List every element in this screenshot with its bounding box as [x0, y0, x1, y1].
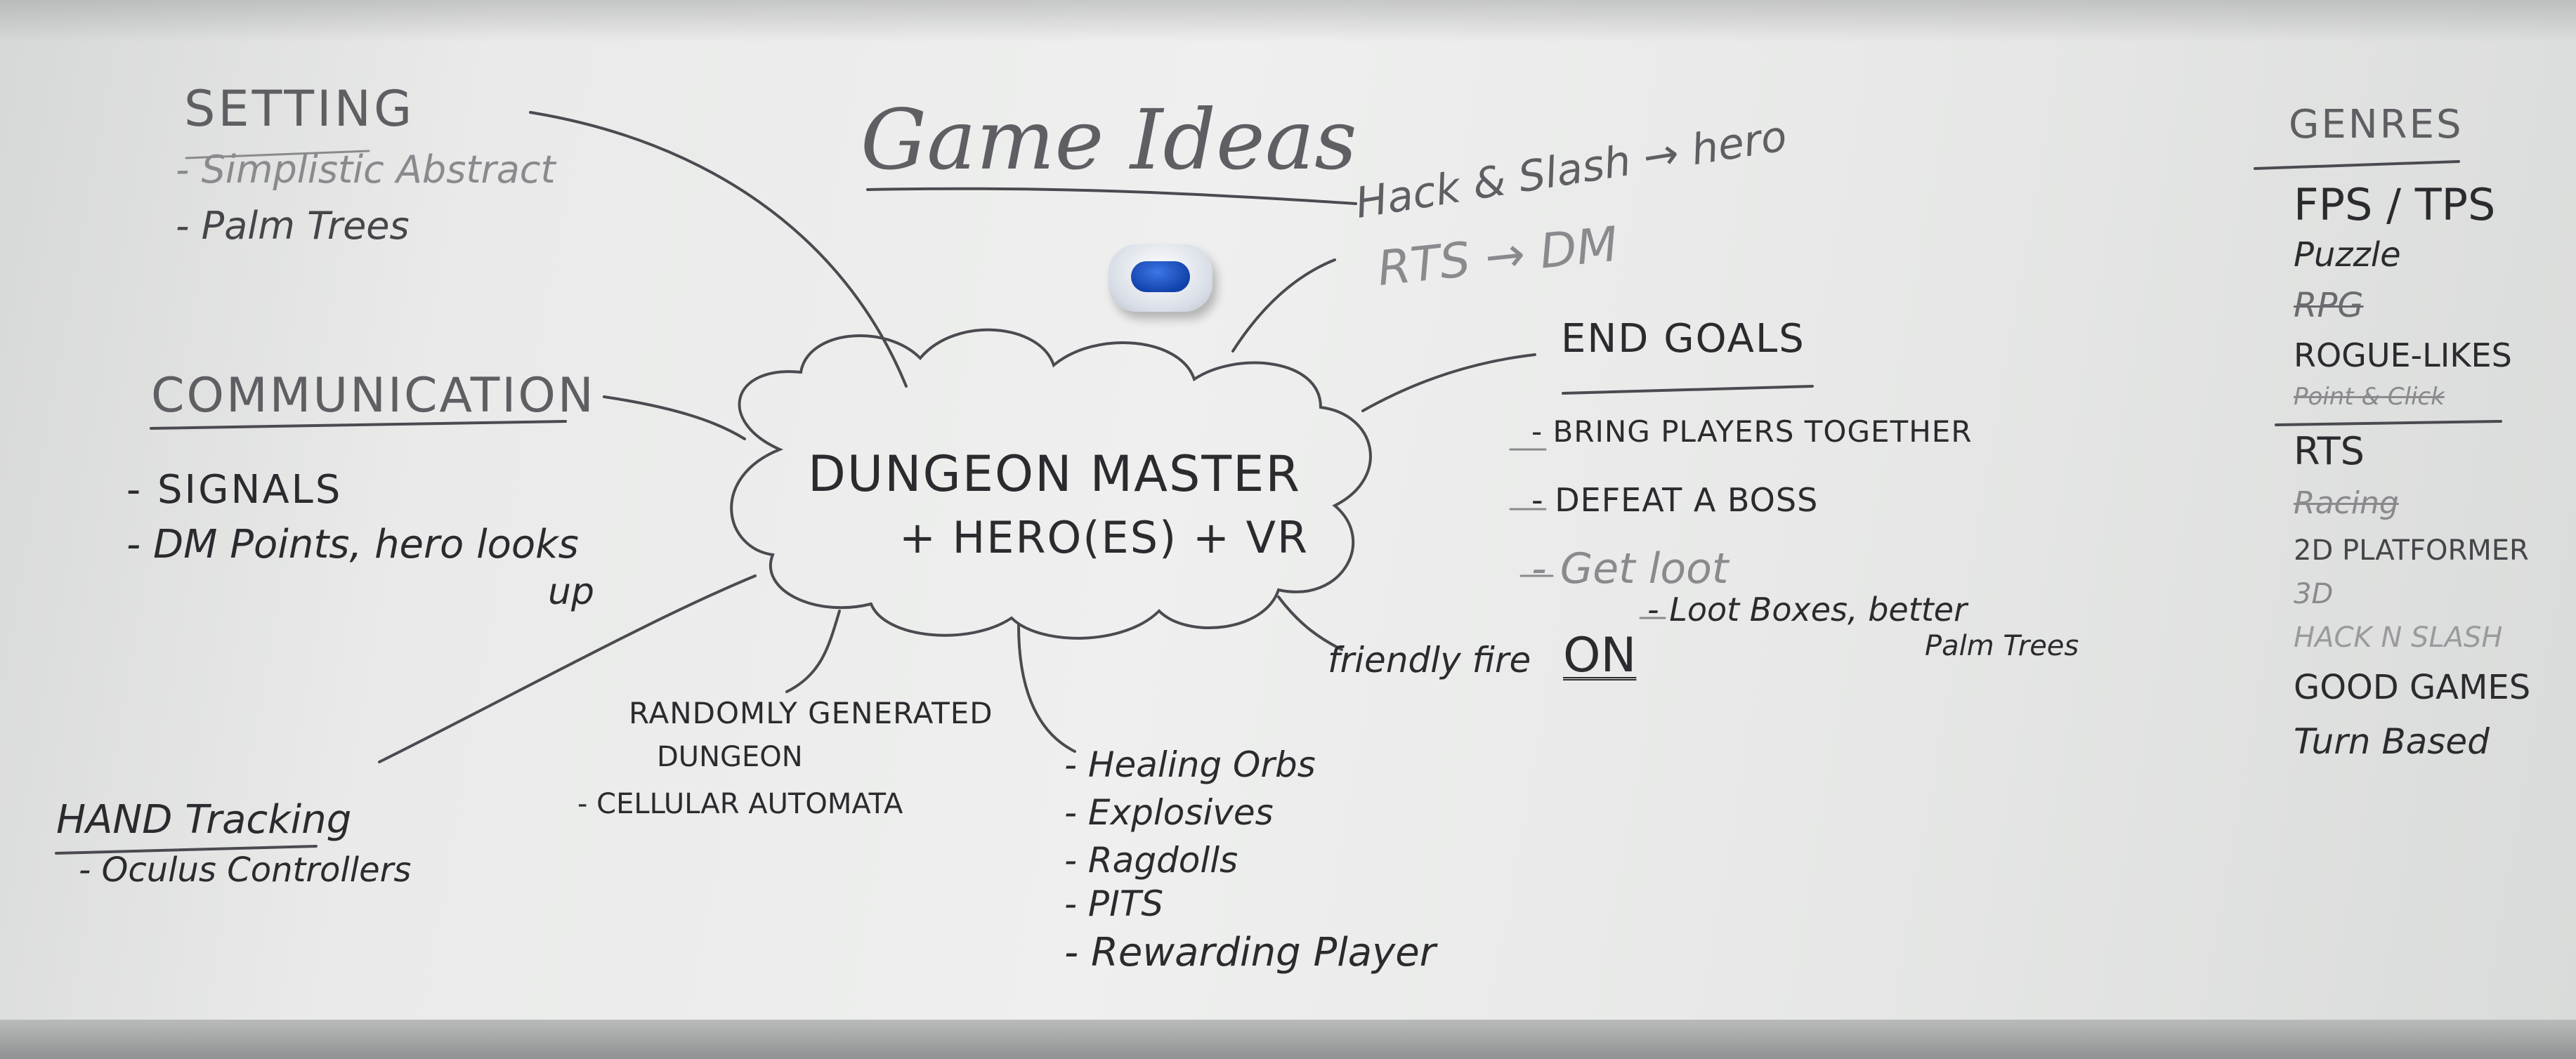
genres-list: FPS / TPS Puzzle RPG ROGUE-LIKES Point &…: [2294, 179, 2530, 762]
genre-item: 2D PLATFORMER: [2294, 534, 2529, 567]
communication-list: - SIGNALS - DM Points, hero looks up: [126, 467, 594, 613]
center-line-2: + HERO(ES) + VR: [899, 512, 1309, 563]
end-goal-item: - Get loot: [1531, 544, 1729, 593]
random-dungeon-line-1: RANDOMLY GENERATED: [629, 696, 993, 730]
genres-heading: GENRES: [2289, 102, 2464, 147]
genre-item-faint: 3D: [2294, 578, 2334, 610]
genres-divider: [2275, 420, 2502, 426]
feature-item: - PITS: [1064, 883, 1164, 924]
thought-cloud: [730, 328, 1372, 640]
setting-underline: [185, 150, 370, 159]
end-goals-heading: END GOALS: [1561, 316, 1805, 362]
genre-item: GOOD GAMES: [2294, 668, 2531, 707]
hand-tracking-underline: [55, 845, 318, 855]
random-dungeon-line-2: DUNGEON: [657, 741, 803, 773]
genre-item-struck: RPG: [2294, 286, 2364, 325]
communication-item: up: [548, 571, 594, 613]
end-goal-sub-2: Palm Trees: [1925, 630, 2079, 662]
features-list: - Healing Orbs - Explosives - Ragdolls -…: [1064, 744, 1436, 979]
title-underline: [866, 187, 1357, 205]
connector-communication: [603, 395, 746, 440]
genre-item: Turn Based: [2294, 721, 2490, 762]
friendly-fire-value: ON: [1563, 628, 1637, 683]
setting-item: - Palm Trees: [176, 204, 410, 248]
random-dungeon-sub: - CELLULAR AUTOMATA: [577, 788, 903, 820]
communication-underline: [150, 420, 567, 430]
connector-setting: [529, 111, 908, 388]
end-goal-item: - DEFEAT A BOSS: [1531, 481, 1819, 519]
end-goals-underline: [1562, 385, 1814, 395]
feature-item: - Healing Orbs: [1064, 744, 1316, 785]
feature-item: - Ragdolls: [1064, 840, 1238, 881]
connector-end-goals: [1361, 353, 1536, 412]
genre-item: FPS / TPS: [2294, 179, 2496, 230]
end-goal-sub-1: - Loot Boxes, better: [1647, 591, 1968, 629]
connector-hand-tracking: [378, 574, 757, 763]
end-goals-list: - BRING PLAYERS TOGETHER - DEFEAT A BOSS…: [1531, 414, 1973, 593]
marker-tray: [0, 1020, 2576, 1059]
genre-item-struck: Point & Click: [2294, 383, 2445, 411]
feature-item: - Rewarding Player: [1064, 930, 1436, 975]
hand-tracking-heading: HAND Tracking: [56, 797, 352, 843]
genre-item-faint: HACK N SLASH: [2294, 621, 2503, 654]
connector-features: [1017, 624, 1076, 753]
genres-underline: [2254, 160, 2460, 170]
genre-item: RTS: [2294, 429, 2365, 473]
connector-random-dungeon: [785, 610, 841, 693]
genre-item: Puzzle: [2294, 235, 2401, 275]
eraser-grip: [1131, 261, 1190, 292]
communication-heading: COMMUNICATION: [151, 368, 596, 423]
setting-heading: SETTING: [184, 80, 415, 138]
genre-item-struck: Racing: [2294, 485, 2399, 521]
setting-item: - Simplistic Abstract: [176, 147, 556, 192]
communication-item: - DM Points, hero looks: [126, 522, 579, 567]
feature-item: - Explosives: [1064, 792, 1274, 833]
genre-item: ROGUE-LIKES: [2294, 336, 2512, 374]
hand-tracking-item: - Oculus Controllers: [79, 850, 412, 890]
communication-item: - SIGNALS: [126, 467, 343, 513]
whiteboard-eraser[interactable]: [1109, 244, 1212, 312]
end-goal-item: - BRING PLAYERS TOGETHER: [1531, 414, 1973, 449]
friendly-fire-label: friendly fire: [1328, 640, 1531, 680]
page-title: Game Ideas: [861, 91, 1357, 188]
setting-list: - Simplistic Abstract - Palm Trees: [176, 147, 556, 260]
connector-modes: [1231, 258, 1336, 353]
connector-friendly-fire: [1277, 596, 1343, 651]
center-line-1: DUNGEON MASTER: [808, 445, 1302, 503]
